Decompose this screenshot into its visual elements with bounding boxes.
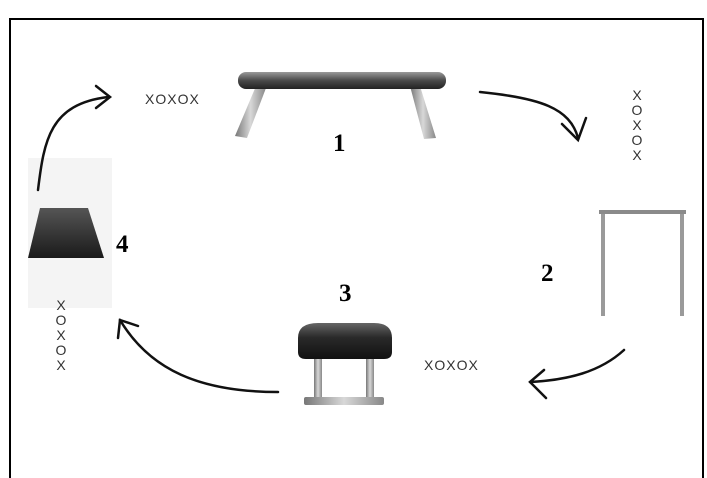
station-number-3: 3	[339, 280, 352, 307]
arrow-2-to-3	[528, 348, 626, 400]
xoxox-top: XOXOX	[145, 91, 200, 107]
station-number-4: 4	[116, 231, 129, 258]
station-number-2: 2	[541, 260, 554, 287]
rotation-diagram: 1 2 3 4 XOXOX XOXOX XOXOX XOXOX	[9, 18, 704, 478]
arrow-3-to-4	[116, 318, 280, 394]
high-bar-icon	[599, 210, 686, 316]
pommel-horse-icon	[298, 323, 392, 405]
station-number-1: 1	[333, 130, 346, 157]
diagram-drawing	[28, 72, 686, 405]
xoxox-bottom: XOXOX	[424, 357, 479, 373]
balance-beam-icon	[235, 72, 446, 139]
diagram-frame	[9, 18, 704, 478]
arrow-4-to-1	[36, 84, 113, 192]
xoxox-left: XOXOX	[55, 297, 67, 373]
arrow-1-to-2	[478, 90, 588, 143]
xoxox-right: XOXOX	[631, 87, 643, 163]
vault-box-icon	[28, 158, 112, 308]
